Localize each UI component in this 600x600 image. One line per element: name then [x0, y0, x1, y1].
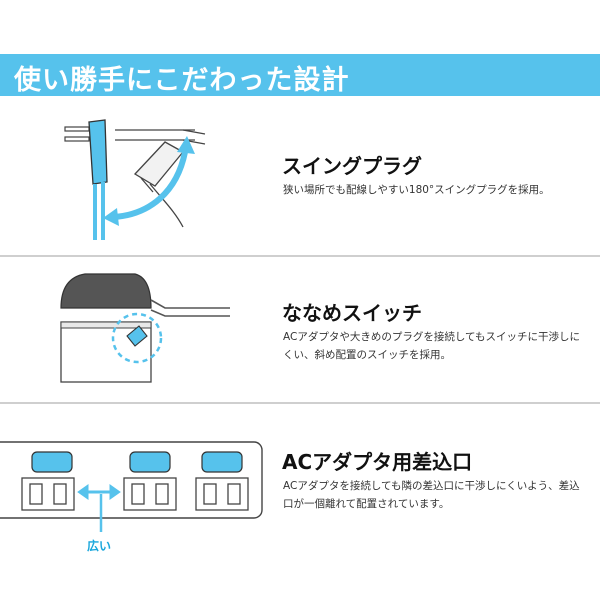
feature-title-adapter-outlet: ACアダプタ用差込口	[282, 450, 473, 474]
feature-title-swing-plug: スイングプラグ	[282, 154, 422, 178]
feature-title-diagonal-switch: ななめスイッチ	[282, 301, 422, 325]
header-bar: 使い勝手にこだわった設計	[0, 54, 600, 96]
section-divider	[0, 255, 600, 257]
spacing-arrow-icon	[77, 484, 121, 532]
plug-blue-icon	[64, 119, 108, 240]
plug-gray-icon	[133, 129, 206, 228]
outlet-strip-illustration	[0, 441, 263, 532]
feature-desc-swing-plug: 狭い場所でも配線しやすい180°スイングプラグを採用。	[283, 184, 550, 196]
feature-desc-adapter-outlet: ACアダプタを接続しても隣の差込口に干渉しにくいよう、差込口が一個離れて配置され…	[283, 480, 580, 510]
swing-arrow-icon	[103, 136, 195, 226]
swing-plug-illustration	[64, 119, 206, 240]
highlight-circle-icon	[111, 312, 163, 364]
switch-icon	[31, 451, 243, 473]
section-divider	[0, 402, 600, 404]
page-title: 使い勝手にこだわった設計	[14, 65, 350, 96]
diagonal-switch-illustration	[60, 273, 230, 383]
outlet-icon	[21, 477, 249, 511]
spacing-label: 広い	[87, 539, 112, 553]
switch-icon	[126, 325, 148, 347]
feature-desc-diagonal-switch: ACアダプタや大きめのプラグを接続してもスイッチに干渉しにくい、斜め配置のスイッ…	[283, 331, 580, 361]
